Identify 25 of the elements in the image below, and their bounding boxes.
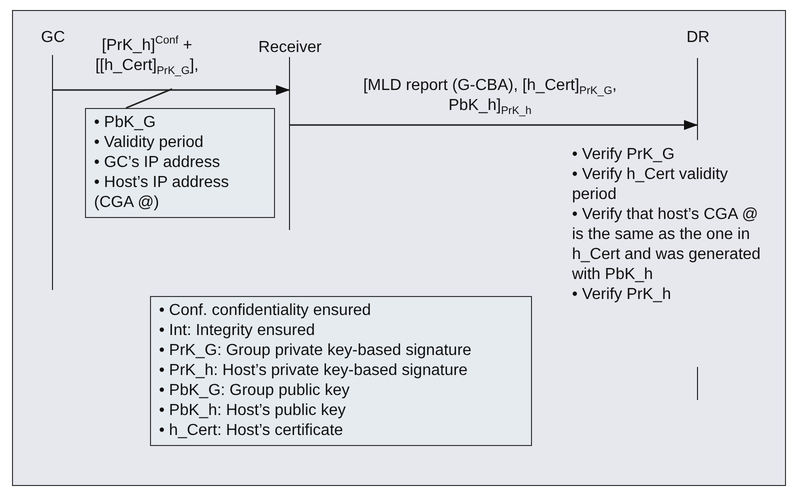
list-item: • PbK_G: [94, 113, 157, 133]
list-item: • PbK_G: Group public key: [159, 381, 351, 401]
list-item: • Validity period: [94, 133, 204, 153]
note-box: [85, 108, 275, 218]
message-label: [MLD report (G-CBA), [h_Cert]$_{PrK_G}$, PbK_h]$_{PrK_h}$: [362, 76, 618, 116]
step-text: • Verify PrK_h: [572, 285, 672, 305]
list-item: • PrK_h: Host’s private key-based signature: [159, 361, 469, 381]
list-item: • GC’s IP address: [94, 153, 221, 173]
participant-name: GC: [41, 28, 65, 48]
list-item: • Int: Integrity ensured: [159, 321, 316, 341]
list-item: • Conf. confidentiality ensured: [159, 301, 372, 321]
note-box: [150, 296, 532, 446]
message-arrow: [290, 120, 698, 130]
step-text: • Verify h_Cert validity period: [572, 165, 729, 205]
list-item: • PbK_h: Host’s public key: [159, 401, 347, 421]
step-text: • Verify PrK_G: [572, 145, 676, 165]
leader-line: [126, 88, 172, 109]
list-item: • Host’s IP address (CGA @): [94, 173, 230, 213]
step-text: • Verify that host’s CGA @ is the same as the one in h_Cert and was generated with PbK_h: [572, 205, 762, 285]
message-label: [PrK_h]$^{Conf}$ + [[h_Cert]$_{PrK_G}$],: [94, 36, 200, 76]
message-arrow: [53, 85, 290, 95]
participant-name: Receiver: [258, 38, 322, 58]
list-item: • PrK_G: Group private key-based signature: [159, 341, 472, 361]
participant-name: DR: [686, 28, 710, 48]
list-item: • h_Cert: Host’s certificate: [159, 421, 344, 441]
